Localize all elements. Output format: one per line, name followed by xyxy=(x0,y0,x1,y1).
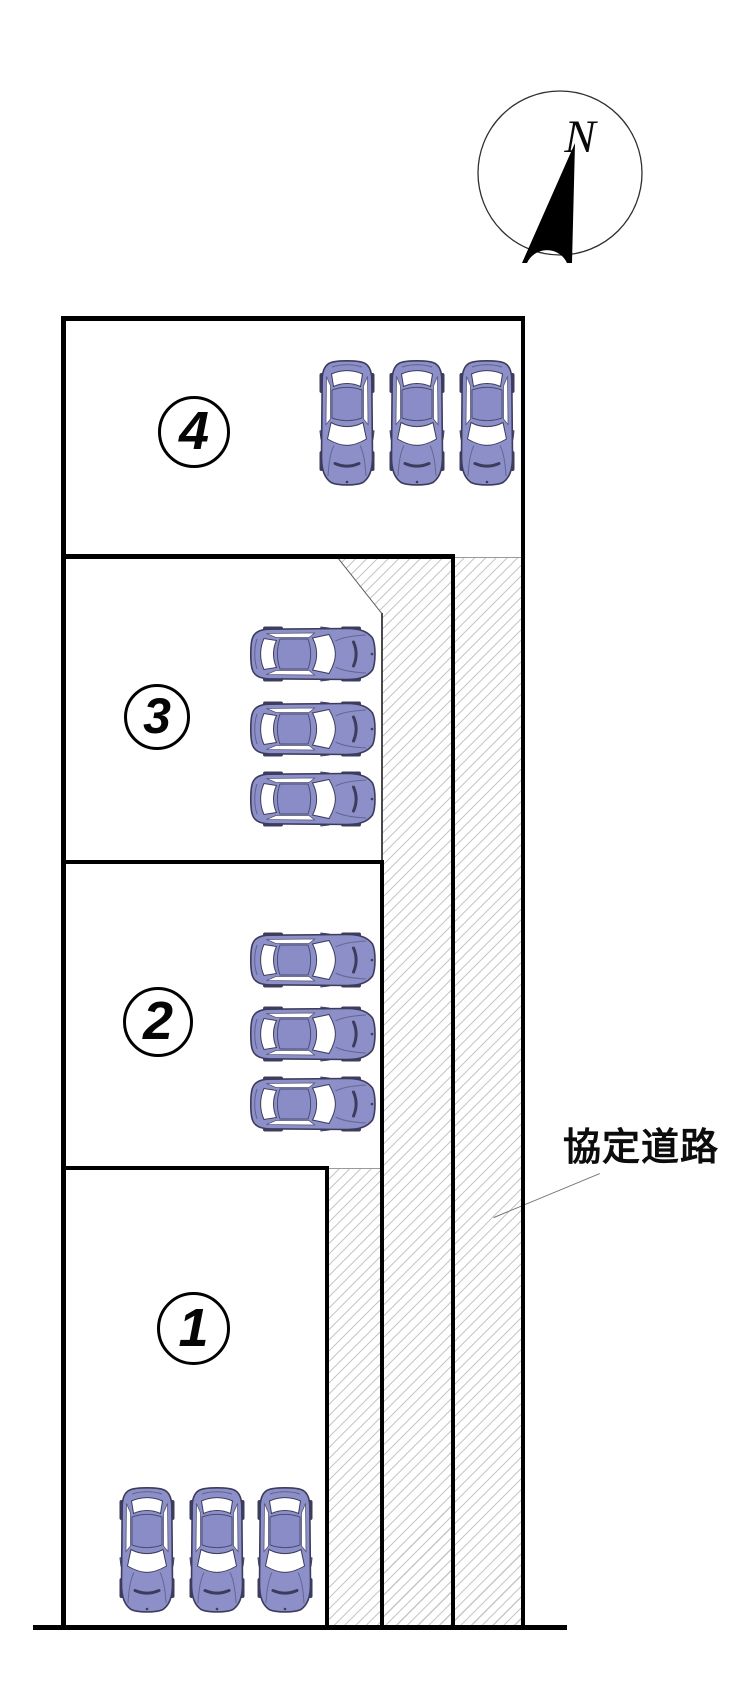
agreement-road-hatch-lower-left xyxy=(329,1169,382,1627)
parcel-top-border xyxy=(61,316,525,321)
car-icon xyxy=(257,1486,313,1614)
road-parcel-boundary-line xyxy=(450,554,456,1629)
car-icon xyxy=(189,1486,245,1614)
car-icon xyxy=(249,1076,377,1132)
lot-1-right-border xyxy=(324,1165,330,1629)
car-icon xyxy=(249,1006,377,1062)
lot-3-bottom-border xyxy=(61,859,384,865)
north-compass: N xyxy=(477,90,643,263)
car-icon xyxy=(389,359,445,487)
north-label: N xyxy=(563,111,598,163)
lot-3-number: 3 xyxy=(143,688,171,744)
agreement-road-label: 協定道路 xyxy=(563,1125,720,1169)
compass-circle xyxy=(477,90,643,256)
lot-2-number-badge: 2 xyxy=(123,987,193,1057)
car-icon xyxy=(249,701,377,757)
car-icon xyxy=(249,626,377,682)
car-icon xyxy=(249,932,377,988)
lot-4-number: 4 xyxy=(178,401,210,461)
lot-1-number: 1 xyxy=(178,1297,209,1358)
agreement-road-hatch-outer xyxy=(455,557,521,1627)
lot-3-right-boundary-line xyxy=(381,613,383,864)
car-icon xyxy=(459,359,515,487)
lot-4-number-badge: 4 xyxy=(158,396,230,468)
car-icon xyxy=(119,1486,175,1614)
bottom-road-edge-line xyxy=(33,1624,567,1630)
lot-2-number: 2 xyxy=(142,991,174,1051)
car-icon xyxy=(249,771,377,827)
lot-1-number-badge: 1 xyxy=(157,1292,230,1365)
road-strip-lower-edge xyxy=(329,1168,382,1169)
parcel-right-border xyxy=(520,316,525,1629)
lot-2-bottom-border xyxy=(61,1165,329,1171)
car-icon xyxy=(319,359,375,487)
compass-needle-icon xyxy=(522,143,575,263)
lot-3-number-badge: 3 xyxy=(124,684,190,750)
lot-4-bottom-border xyxy=(61,554,453,559)
lot-2-right-border xyxy=(380,860,385,1629)
parcel-left-border xyxy=(61,316,66,1629)
road-strip-top-edge xyxy=(453,556,521,558)
